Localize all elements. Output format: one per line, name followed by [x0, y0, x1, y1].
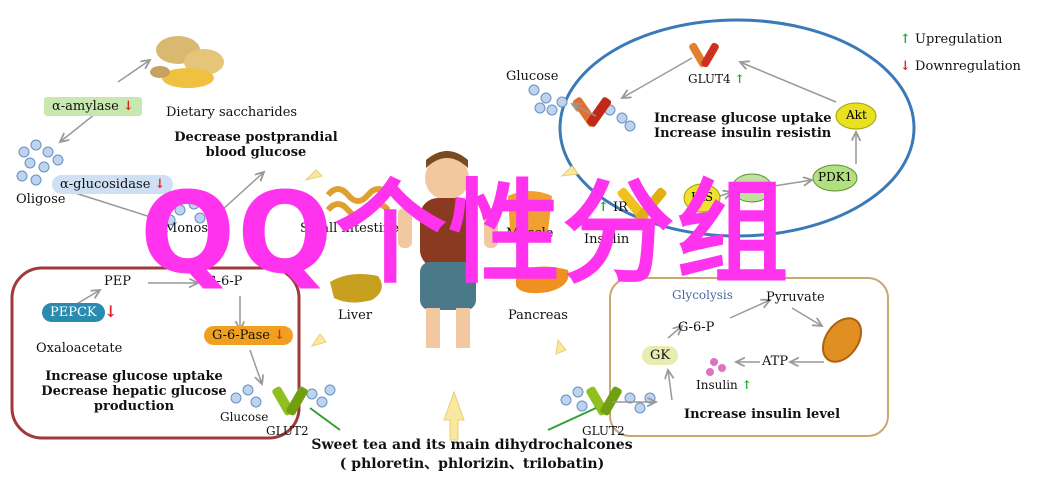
- postprandial-effect-line1: Decrease postprandial: [174, 130, 338, 145]
- tea-effect-lines: [309, 407, 597, 431]
- muscle-organ: [508, 191, 552, 236]
- legend-downregulation: ↓ Downregulation: [900, 59, 1021, 74]
- small-intestine-label: Small intestine: [300, 221, 399, 236]
- g6p-pancreas-label: G-6-P: [678, 320, 715, 335]
- alpha-glucosidase-badge: α-glucosidase ↓: [52, 175, 174, 194]
- pdk1-label: PDK1: [818, 170, 853, 184]
- insulin-top-label: Insulin: [584, 232, 630, 247]
- insulin-receptor: [617, 187, 667, 223]
- small-intestine-organ: [325, 186, 391, 219]
- oxaloacetate-label: Oxaloacetate: [36, 341, 123, 356]
- food-illustration: [150, 36, 224, 88]
- g6pase-badge: G-6-Pase ↓: [204, 326, 294, 345]
- insulin-effect: Increase glucose uptake Increase insulin…: [654, 111, 832, 141]
- liver-organ: [330, 274, 382, 303]
- irs-node: [683, 183, 721, 213]
- pancreas-label: Pancreas: [508, 308, 568, 323]
- monose-beads: [164, 198, 206, 226]
- insulin-dots: [706, 358, 726, 376]
- glucose-liver-label: Glucose: [220, 410, 269, 424]
- glucose-beads-top: [528, 84, 636, 132]
- down-arrow-icon: ↓: [154, 177, 166, 192]
- g6p-liver-label: G-6-P: [206, 274, 243, 289]
- pep-label: PEP: [104, 274, 131, 289]
- akt-label: Akt: [846, 108, 867, 122]
- glycolysis-label: Glycolysis: [672, 288, 733, 302]
- down-arrow-icon: ↓: [900, 59, 911, 74]
- liver-effect: Increase glucose uptake Decrease hepatic…: [28, 369, 240, 414]
- monose-label: Monose: [164, 221, 216, 236]
- dietary-saccharides-label: Dietary saccharides: [166, 105, 298, 120]
- insulin-pancreas-label: Insulin: [696, 378, 738, 392]
- caption-line2: ( phloretin、phlorizin、trilobatin): [339, 456, 605, 472]
- glut2-liver-label: GLUT2: [266, 424, 309, 438]
- gk-badge: GK: [642, 346, 679, 365]
- pancreas-effect: Increase insulin level: [684, 407, 841, 422]
- insulin-pancreas-wrap: Insulin ↑: [696, 378, 752, 392]
- liver-label: Liver: [338, 308, 373, 323]
- glut2-transporter-pancreas: [586, 386, 622, 416]
- alpha-amylase-badge: α-amylase ↓: [44, 97, 142, 116]
- watermark-text: QQ个性分组: [140, 169, 791, 299]
- ir-label-wrap: ↑ IR: [598, 200, 628, 215]
- up-arrow-icon: ↑: [900, 32, 911, 47]
- legend-up-label: Upregulation: [915, 32, 1003, 47]
- insulin-effect-line1: Increase glucose uptake: [654, 111, 832, 126]
- up-arrow-icon: ↑: [734, 72, 745, 86]
- glut2-pancreas-label: GLUT2: [582, 424, 625, 438]
- alpha-glucosidase-label: α-glucosidase: [60, 177, 151, 192]
- akt-node: [835, 102, 877, 130]
- liver-effect-line3: production: [93, 399, 175, 414]
- down-arrow-icon: ↓: [123, 99, 134, 114]
- liver-box: [10, 266, 301, 440]
- pepck-label: PEPCK: [50, 305, 97, 320]
- glut4-transporter-top: [689, 42, 719, 68]
- glucose-beads-liver: [230, 384, 336, 408]
- muscle-label: Muscle: [506, 226, 554, 241]
- ir-label: IR: [613, 200, 628, 215]
- pi3k-label: PI3K: [740, 180, 770, 194]
- insulin-signaling-ellipse: [558, 18, 916, 238]
- mitochondrion: [821, 317, 863, 363]
- organ-block-arrows: [304, 165, 579, 441]
- g6pase-label: G-6-Pase: [212, 328, 270, 343]
- down-arrow-icon: ↓: [274, 328, 286, 343]
- liver-effect-line1: Increase glucose uptake: [45, 369, 223, 384]
- legend-down-label: Downregulation: [915, 59, 1021, 74]
- up-arrow-icon: ↑: [598, 200, 609, 215]
- up-arrow-icon: ↑: [741, 378, 752, 392]
- glut2-transporter-liver: [272, 386, 308, 416]
- alpha-amylase-label: α-amylase: [52, 99, 119, 114]
- pepck-badge: PEPCK: [42, 303, 105, 322]
- pancreas-organ: [516, 266, 569, 294]
- pi3k-node: [731, 173, 773, 203]
- glut4-label: GLUT4: [688, 72, 731, 86]
- down-arrow-icon: ↓: [104, 302, 118, 321]
- gk-label: GK: [650, 348, 671, 363]
- caption-line1: Sweet tea and its main dihydrochalcones: [311, 437, 633, 453]
- postprandial-effect: Decrease postprandial blood glucose: [168, 130, 344, 160]
- person-illustration: [398, 151, 498, 348]
- glucose-beads-pancreas: [560, 386, 656, 414]
- atp-label: ATP: [762, 354, 789, 369]
- liver-effect-line2: Decrease hepatic glucose: [41, 384, 227, 399]
- glucose-top-label: Glucose: [506, 69, 559, 84]
- glut4-label-wrap: GLUT4 ↑: [688, 72, 745, 86]
- pyruvate-label: Pyruvate: [766, 290, 825, 305]
- caption: Sweet tea and its main dihydrochalcones …: [272, 437, 672, 473]
- pancreas-box: [609, 277, 889, 437]
- postprandial-effect-line2: blood glucose: [205, 145, 307, 160]
- legend-upregulation: ↑ Upregulation: [900, 32, 1002, 47]
- irs-label: IRS: [691, 190, 713, 204]
- oligose-beads: [16, 139, 64, 186]
- oligose-label: Oligose: [16, 192, 66, 207]
- insulin-effect-line2: Increase insulin resistin: [654, 126, 832, 141]
